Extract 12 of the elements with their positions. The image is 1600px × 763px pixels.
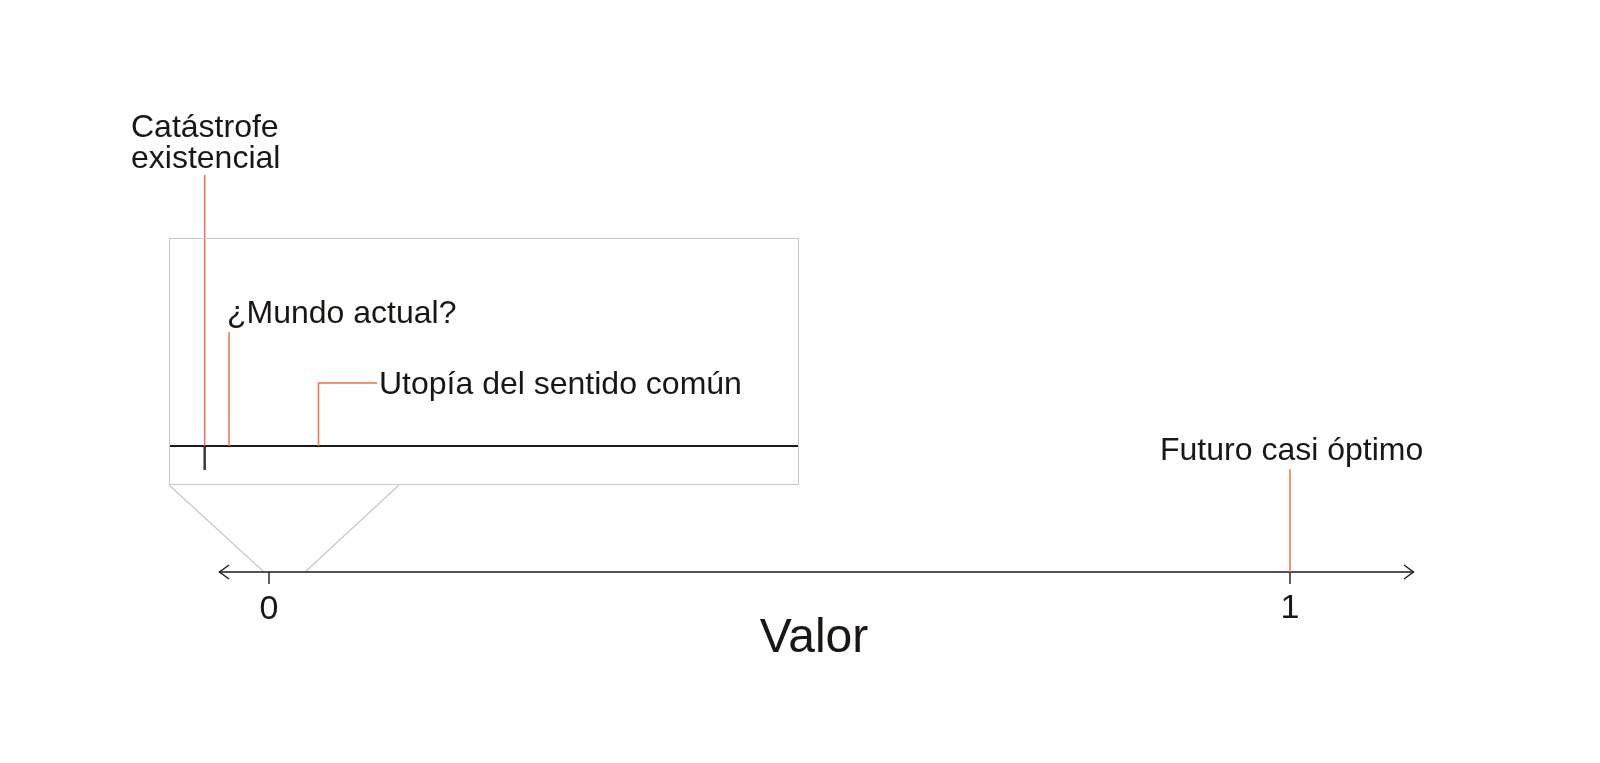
leader-line bbox=[203, 174, 206, 447]
axis-tick-label: 1 bbox=[1280, 586, 1300, 626]
axis-title: Valor bbox=[759, 608, 869, 664]
axis-tick-label: 0 bbox=[259, 587, 279, 627]
callout-label: Catástrofe existencial bbox=[131, 111, 287, 173]
zoom-inset-panel bbox=[169, 238, 799, 485]
callout-label: Futuro casi óptimo bbox=[1160, 431, 1424, 467]
leader-line bbox=[1289, 468, 1291, 573]
leader-line bbox=[317, 382, 378, 447]
callout-label: Utopía del sentido común bbox=[379, 365, 742, 401]
leader-line bbox=[228, 331, 230, 447]
callout-label: ¿Mundo actual? bbox=[227, 294, 457, 330]
